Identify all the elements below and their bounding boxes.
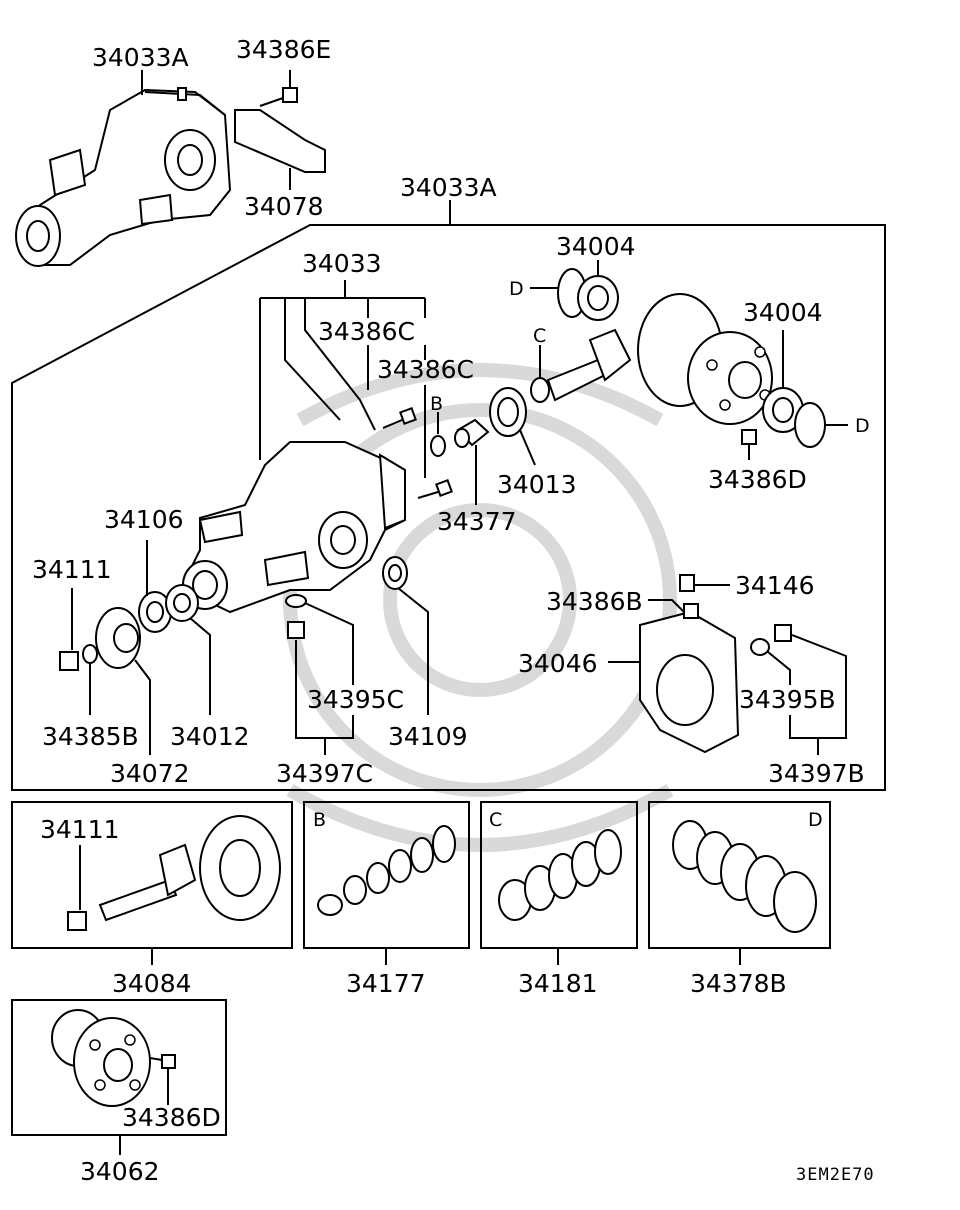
label-bearing-right: 34004 xyxy=(743,298,823,327)
label-bearing-top: 34004 xyxy=(556,232,636,261)
label-spacer: 34377 xyxy=(437,507,517,536)
label-shim-c: 34181 xyxy=(518,969,598,998)
label-gasket-c: 34395C xyxy=(307,685,404,714)
label-bracket: 34078 xyxy=(244,192,324,221)
label-bolt-d: 34386D xyxy=(708,465,807,494)
label-cover: 34046 xyxy=(518,649,598,678)
nut-34111 xyxy=(59,588,79,671)
bolt-34386e xyxy=(259,70,298,107)
label-shim-b: 34177 xyxy=(346,969,426,998)
label-bolt-top: 34386E xyxy=(236,35,331,64)
callout-d-box: D xyxy=(808,809,823,831)
bolt-34386c-upper xyxy=(382,407,417,429)
gasket-34395c xyxy=(285,594,354,685)
label-bolt-c2: 34386C xyxy=(377,355,474,384)
gasket-34395b xyxy=(750,638,791,685)
shim-set-d xyxy=(672,820,817,933)
bearing-34013 xyxy=(489,387,536,466)
label-oil-seal-r: 34109 xyxy=(388,722,468,751)
rear-cover-34046 xyxy=(608,610,740,754)
shim-set-c xyxy=(498,829,622,921)
main-assembly-box xyxy=(11,224,886,791)
carrier-housing-illustration xyxy=(182,441,407,614)
diff-case-illustration xyxy=(51,1009,176,1107)
label-gasket-b: 34395B xyxy=(739,685,836,714)
label-plug-c: 34397C xyxy=(276,759,373,788)
ring-gear-and-diff-case xyxy=(637,293,773,425)
label-assy-box: 34033A xyxy=(400,173,497,202)
bracket-34078 xyxy=(234,109,326,190)
bolt-34386b xyxy=(648,599,699,619)
callout-d-right: D xyxy=(855,415,870,437)
label-bolt-b: 34386B xyxy=(546,587,643,616)
shim-set-b xyxy=(317,825,456,916)
gear-set-illustration xyxy=(67,815,281,931)
companion-flange-34072 xyxy=(95,607,151,755)
label-assy-top: 34033A xyxy=(92,43,189,72)
label-bearing-l: 34012 xyxy=(170,722,250,751)
label-shim-d: 34378B xyxy=(690,969,787,998)
callout-d-left: D xyxy=(509,278,524,300)
label-oil-seal-l: 34106 xyxy=(104,505,184,534)
spacer-34377 xyxy=(454,418,490,505)
diagram-code: 3EM2E70 xyxy=(796,1165,875,1185)
callout-c-box: C xyxy=(489,809,502,831)
label-bolt-c1: 34386C xyxy=(318,317,415,346)
label-nut-l: 34111 xyxy=(32,555,112,584)
callout-b-box: B xyxy=(313,809,326,831)
plug-34397b xyxy=(774,624,847,755)
callout-c: C xyxy=(533,325,546,347)
oil-seal-34109 xyxy=(382,556,429,715)
bolt-34386c-lower xyxy=(417,385,453,499)
shim-b-ring xyxy=(430,435,446,457)
callout-b: B xyxy=(430,393,443,415)
label-plug-b: 34397B xyxy=(768,759,865,788)
drive-pinion xyxy=(530,328,632,403)
bearing-34004-top xyxy=(530,260,619,321)
label-carrier: 34033 xyxy=(302,249,382,278)
differential-assembly-illustration xyxy=(15,87,232,267)
bearing-34004-right xyxy=(762,330,848,448)
oil-seal-34106 xyxy=(138,540,172,633)
label-breather: 34146 xyxy=(735,571,815,600)
label-bolt-case: 34386D xyxy=(122,1103,221,1132)
breather-34146 xyxy=(679,574,730,592)
label-nut-kit: 34111 xyxy=(40,815,120,844)
washer-34385b xyxy=(82,644,98,715)
label-washer-l: 34385B xyxy=(42,722,139,751)
label-case-kit: 34062 xyxy=(80,1157,160,1186)
plug-34397c xyxy=(287,621,354,755)
label-flange: 34072 xyxy=(110,759,190,788)
bearing-34012 xyxy=(165,584,211,715)
bolt-34386d xyxy=(741,429,757,445)
label-gear-set: 34084 xyxy=(112,969,192,998)
label-bearing-inner: 34013 xyxy=(497,470,577,499)
